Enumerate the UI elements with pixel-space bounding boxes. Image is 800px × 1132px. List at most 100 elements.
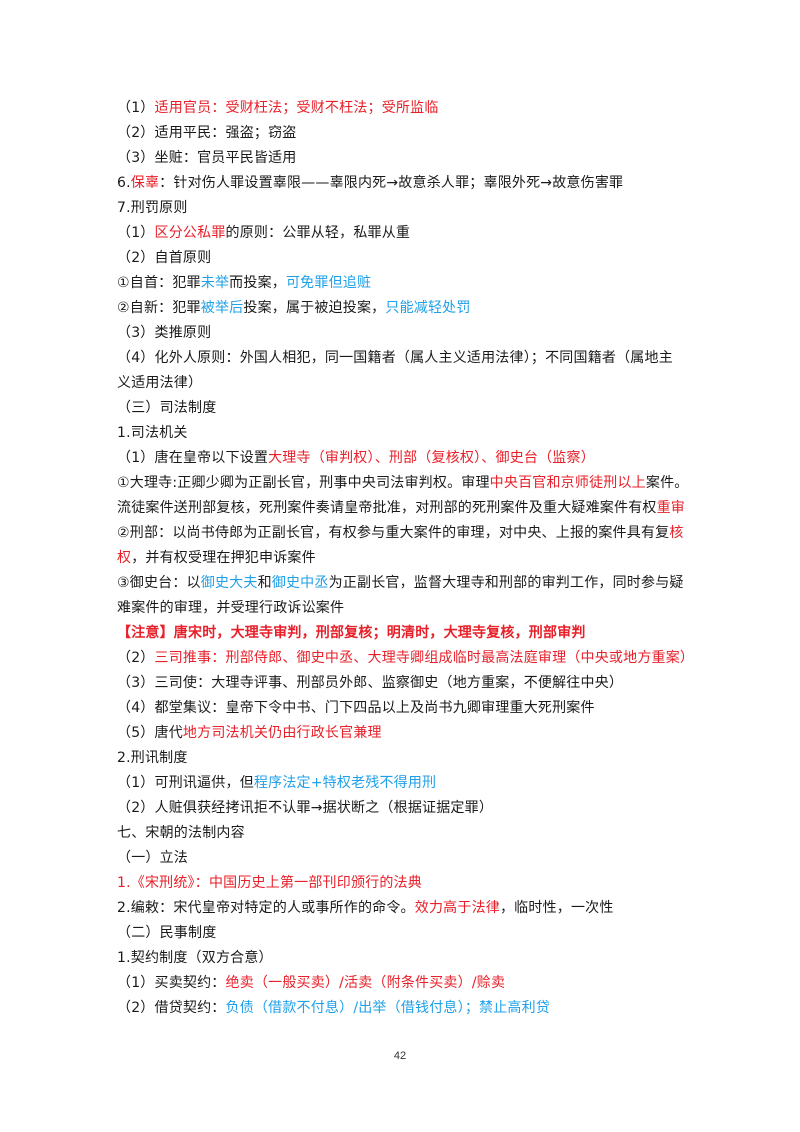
text-segment: ①自首：犯罪 <box>117 275 201 291</box>
text-segment: ，并有权受理在押犯申诉案件 <box>131 550 316 566</box>
highlight-red-text: 【注意】唐宋时，大理寺审判，刑部复核；明清时，大理寺复核，刑部审判 <box>117 625 586 641</box>
text-segment: （3）类推原则 <box>117 325 212 341</box>
text-line: （2）自首原则 <box>117 246 687 271</box>
text-segment: （三）司法制度 <box>117 400 217 416</box>
text-segment: 流徒案件送刑部复核，死刑案件奏请皇帝批准，对刑部的死刑案件及重大疑难案件有权 <box>117 500 657 516</box>
highlight-red-text: 中央百官和京师徒刑以上 <box>489 475 646 491</box>
text-segment: （1） <box>117 225 155 241</box>
text-segment: 1.契约制度（双方合意） <box>117 950 273 966</box>
text-segment: 7.刑罚原则 <box>117 200 188 216</box>
text-segment: （2）人赃俱获经拷讯拒不认罪→据状断之（根据证据定罪） <box>117 800 494 816</box>
text-line: （2）三司推事：刑部侍郎、御史中丞、大理寺卿组成临时最高法庭审理（中央或地方重案… <box>117 646 694 671</box>
text-segment: 为正副长官，监督大理寺和刑部的审判工作，同时参与疑 <box>328 575 684 591</box>
text-segment: 的原则：公罪从轻，私罪从重 <box>225 225 411 241</box>
text-line: （1）区分公私罪的原则：公罪从轻，私罪从重 <box>117 221 687 246</box>
text-line: （3）坐赃：官员平民皆适用 <box>117 146 687 171</box>
highlight-blue-text: 程序法定+特权老残不得用刑 <box>253 775 437 791</box>
text-line: （2）借贷契约：负债（借款不付息）/出举（借钱付息）；禁止高利贷 <box>117 996 687 1021</box>
text-line: （5）唐代地方司法机关仍由行政长官兼理 <box>117 721 687 746</box>
text-segment: 2.刑讯制度 <box>117 750 188 766</box>
highlight-red-text: 权 <box>117 550 132 566</box>
text-line: 2.刑讯制度 <box>117 746 687 771</box>
highlight-red-text: 地方司法机关仍由行政长官兼理 <box>182 725 382 741</box>
text-line: （1）适用官员：受财枉法；受财不枉法；受所监临 <box>117 96 687 121</box>
text-segment: （2）适用平民：强盗；窃盗 <box>117 125 297 141</box>
text-segment: 难案件的审理，并受理行政诉讼案件 <box>117 600 345 616</box>
text-segment: 案件。 <box>645 475 689 491</box>
highlight-red-text: 区分公私罪 <box>154 225 226 241</box>
text-line: 1.司法机关 <box>117 421 687 446</box>
text-line: （1）买卖契约：绝卖（一般买卖）/活卖（附条件买卖）/赊卖 <box>117 971 687 996</box>
highlight-red-text: 大理寺（审判权）、刑部（复核权）、御史台（监察） <box>268 450 595 466</box>
text-line: 义适用法律） <box>117 371 687 396</box>
text-line: （1）可刑讯逼供，但程序法定+特权老残不得用刑 <box>117 771 687 796</box>
highlight-red-text: 三司推事：刑部侍郎、御史中丞、大理寺卿组成临时最高法庭审理（中央或地方重案） <box>154 650 695 666</box>
text-line: （3）三司使：大理寺评事、刑部员外郎、监察御史（地方重案，不便解往中央） <box>117 671 687 696</box>
text-line: 【注意】唐宋时，大理寺审判，刑部复核；明清时，大理寺复核，刑部审判 <box>117 621 687 646</box>
text-segment: （5）唐代 <box>117 725 183 741</box>
text-line: ②自新：犯罪被举后投案，属于被迫投案，只能减轻处罚 <box>117 296 687 321</box>
text-line: （二）民事制度 <box>117 921 687 946</box>
page-number: 42 <box>393 1050 407 1062</box>
text-line: （三）司法制度 <box>117 396 687 421</box>
text-line: 七、宋朝的法制内容 <box>117 821 687 846</box>
highlight-red-text: 效力高于法律 <box>414 900 500 916</box>
text-line: 权，并有权受理在押犯申诉案件 <box>117 546 687 571</box>
text-line: 难案件的审理，并受理行政诉讼案件 <box>117 596 687 621</box>
text-line: （4）化外人原则：外国人相犯，同一国籍者（属人主义适用法律）；不同国籍者（属地主 <box>117 346 687 371</box>
text-segment: 2.编敕：宋代皇帝对特定的人或事所作的命令。 <box>117 900 415 916</box>
text-line: （2）人赃俱获经拷讯拒不认罪→据状断之（根据证据定罪） <box>117 796 687 821</box>
text-line: 流徒案件送刑部复核，死刑案件奏请皇帝批准，对刑部的死刑案件及重大疑难案件有权重审 <box>117 496 687 521</box>
text-segment: 6. <box>117 175 131 191</box>
text-segment: （二）民事制度 <box>117 925 217 941</box>
text-line: （4）都堂集议：皇帝下令中书、门下四品以上及尚书九卿审理重大死刑案件 <box>117 696 687 721</box>
text-segment: 1.司法机关 <box>117 425 188 441</box>
highlight-red-text: 绝卖（一般买卖）/活卖（附条件买卖）/赊卖 <box>225 975 506 991</box>
highlight-blue-text: 被举后 <box>200 300 244 316</box>
text-segment: ②刑部：以尚书侍郎为正副长官，有权参与重大案件的审理，对中央、上报的案件具有复 <box>117 525 670 541</box>
text-line: （2）适用平民：强盗；窃盗 <box>117 121 687 146</box>
text-line: （1）唐在皇帝以下设置大理寺（审判权）、刑部（复核权）、御史台（监察） <box>117 446 687 471</box>
text-line: 2.编敕：宋代皇帝对特定的人或事所作的命令。效力高于法律，临时性，一次性 <box>117 896 687 921</box>
text-line: ①自首：犯罪未举而投案，可免罪但追赃 <box>117 271 687 296</box>
text-segment: ，临时性，一次性 <box>499 900 614 916</box>
text-line: ②刑部：以尚书侍郎为正副长官，有权参与重大案件的审理，对中央、上报的案件具有复核 <box>117 521 687 546</box>
text-segment: 义适用法律） <box>117 375 203 391</box>
text-segment: （2）自首原则 <box>117 250 212 266</box>
highlight-red-text: 重审 <box>656 500 686 516</box>
text-segment: ③御史台：以 <box>117 575 201 591</box>
highlight-red-text: 适用官员：受财枉法；受财不枉法；受所监临 <box>154 100 439 116</box>
text-segment: （1）买卖契约： <box>117 975 226 991</box>
text-segment: （1）可刑讯逼供，但 <box>117 775 254 791</box>
highlight-blue-text: 可免罪但追赃 <box>285 275 372 291</box>
text-segment: ：针对伤人罪设置辜限——辜限内死→故意杀人罪；辜限外死→故意伤害罪 <box>159 175 624 191</box>
text-line: 7.刑罚原则 <box>117 196 687 221</box>
text-line: （一）立法 <box>117 846 687 871</box>
highlight-red-text: 1.《宋刑统》：中国历史上第一部刊印颁行的法典 <box>117 875 422 891</box>
text-segment: 投案，属于被迫投案， <box>243 300 386 316</box>
text-segment: 而投案， <box>229 275 286 291</box>
text-segment: 七、宋朝的法制内容 <box>117 825 245 841</box>
text-segment: （1）唐在皇帝以下设置 <box>117 450 269 466</box>
highlight-blue-text: 未举 <box>200 275 230 291</box>
text-segment: ①大理寺:正卿少卿为正副长官，刑事中央司法审判权。审理 <box>117 475 490 491</box>
highlight-blue-text: 御史中丞 <box>271 575 329 591</box>
text-segment: （2） <box>117 650 155 666</box>
text-segment: （1） <box>117 100 155 116</box>
text-segment: ②自新：犯罪 <box>117 300 201 316</box>
text-segment: （2）借贷契约： <box>117 1000 226 1016</box>
highlight-red-text: 保辜 <box>130 175 160 191</box>
text-line: 1.《宋刑统》：中国历史上第一部刊印颁行的法典 <box>117 871 687 896</box>
text-line: 1.契约制度（双方合意） <box>117 946 687 971</box>
text-line: （3）类推原则 <box>117 321 687 346</box>
highlight-blue-text: 只能减轻处罚 <box>385 300 471 316</box>
text-segment: 和 <box>257 575 272 591</box>
text-segment: （3）坐赃：官员平民皆适用 <box>117 150 297 166</box>
highlight-blue-text: 负债（借款不付息）/出举（借钱付息）；禁止高利贷 <box>225 1000 551 1016</box>
text-segment: （一）立法 <box>117 850 188 866</box>
text-segment: （4）都堂集议：皇帝下令中书、门下四品以上及尚书九卿审理重大死刑案件 <box>117 700 595 716</box>
text-segment: （3）三司使：大理寺评事、刑部员外郎、监察御史（地方重案，不便解往中央） <box>117 675 624 691</box>
text-line: 6.保辜：针对伤人罪设置辜限——辜限内死→故意杀人罪；辜限外死→故意伤害罪 <box>117 171 687 196</box>
text-segment: （4）化外人原则：外国人相犯，同一国籍者（属人主义适用法律）；不同国籍者（属地主 <box>117 350 673 366</box>
